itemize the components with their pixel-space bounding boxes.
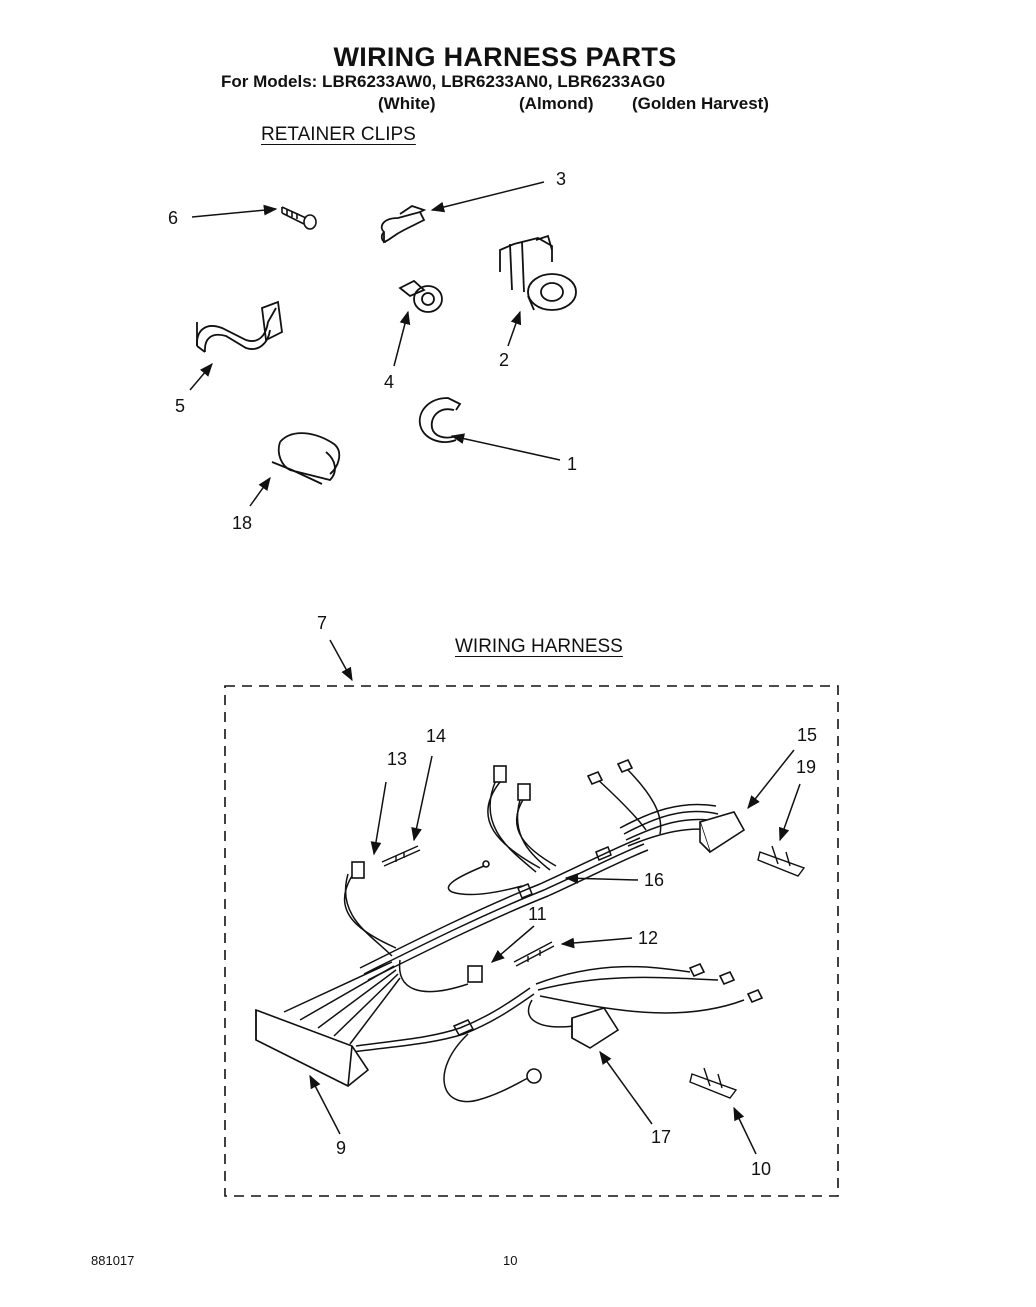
callout-2: 2 xyxy=(499,350,510,370)
callout-10: 10 xyxy=(751,1159,772,1179)
retainer-clips-heading: RETAINER CLIPS xyxy=(261,124,416,145)
harness-wires xyxy=(283,767,745,1103)
part-12-terminal xyxy=(513,941,555,967)
callout-12: 12 xyxy=(638,928,659,948)
page-title: WIRING HARNESS PARTS xyxy=(333,42,677,72)
callout-6: 6 xyxy=(168,208,179,228)
part-18-sleeve xyxy=(271,432,341,485)
part-4-clip xyxy=(398,279,443,313)
part-3-clip xyxy=(380,205,427,244)
models-line: For Models: LBR6233AW0, LBR6233AN0, LBR6… xyxy=(221,72,666,91)
callout-1: 1 xyxy=(567,454,578,474)
leader-lines xyxy=(189,181,801,1155)
callout-7: 7 xyxy=(317,613,328,633)
harness-boundary xyxy=(224,685,839,1197)
callout-4: 4 xyxy=(384,372,395,392)
callout-14: 14 xyxy=(426,726,447,746)
callout-15: 15 xyxy=(797,725,818,745)
color-almond-label: (Almond) xyxy=(519,94,594,113)
part-14-terminal xyxy=(381,845,421,867)
part-1-clip xyxy=(418,397,462,443)
callout-19: 19 xyxy=(796,757,817,777)
part-6-screw xyxy=(281,206,317,230)
page-number: 10 xyxy=(503,1253,518,1268)
callout-13: 13 xyxy=(387,749,408,769)
part-2-clip xyxy=(499,234,577,311)
callout-17: 17 xyxy=(651,1127,672,1147)
harness-connectors xyxy=(255,758,764,1087)
callout-16: 16 xyxy=(644,870,665,890)
callout-11: 11 xyxy=(528,904,547,924)
part-5-clip xyxy=(196,300,283,353)
part-10-terminal xyxy=(689,1067,738,1099)
part-19-terminal xyxy=(757,845,806,877)
color-golden-label: (Golden Harvest) xyxy=(632,94,769,113)
color-white-label: (White) xyxy=(378,94,436,113)
callout-9: 9 xyxy=(336,1138,347,1158)
doc-number: 881017 xyxy=(91,1253,135,1268)
callout-18: 18 xyxy=(232,513,253,533)
wiring-harness-heading: WIRING HARNESS xyxy=(455,636,623,657)
callout-5: 5 xyxy=(175,396,186,416)
callout-3: 3 xyxy=(556,169,567,189)
